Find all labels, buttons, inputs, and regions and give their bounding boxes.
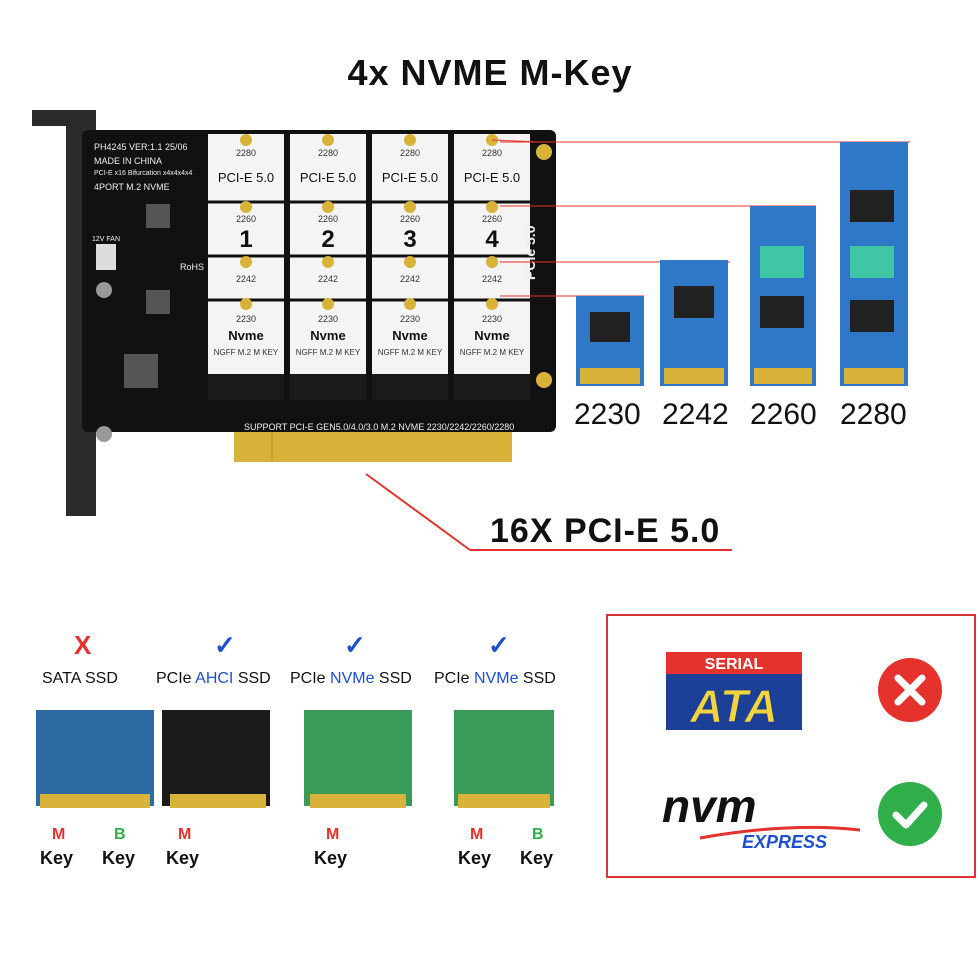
ssd-2260 bbox=[750, 206, 816, 386]
nvme-ssd-photo bbox=[304, 710, 412, 808]
slot1-brand: Nvme bbox=[228, 328, 264, 343]
slot4-mark-2280: 2280 bbox=[481, 148, 503, 158]
slot1-pcie: PCI-E 5.0 bbox=[217, 170, 275, 185]
sata-b-key-word: Key bbox=[102, 848, 136, 868]
slot3-mark-2230: 2230 bbox=[399, 314, 421, 324]
sata-m-key-letter: M bbox=[52, 826, 66, 843]
slot2-brand: Nvme bbox=[310, 328, 346, 343]
sata-logo-top: SERIAL bbox=[705, 656, 764, 673]
slot2-number: 2 bbox=[321, 226, 335, 253]
slot1-mark-2242: 2242 bbox=[235, 274, 257, 284]
slot2-pcie: PCI-E 5.0 bbox=[299, 170, 357, 185]
ahci-m-key-word: Key bbox=[166, 848, 200, 868]
slot4-mark-2242: 2242 bbox=[481, 274, 503, 284]
slot1-number: 1 bbox=[239, 226, 253, 253]
card-model: PH4245 VER:1.1 25/06 bbox=[94, 142, 188, 152]
ahci-m-key-letter: M bbox=[178, 826, 192, 843]
ssd-type-nvme: PCIe NVMe SSD bbox=[290, 670, 412, 687]
slot3-ngff: NGFF M.2 M KEY bbox=[377, 348, 443, 357]
slot4-mark-2230: 2230 bbox=[481, 314, 503, 324]
ssd-2230 bbox=[576, 296, 644, 386]
nvme-mb-b-key-word: Key bbox=[520, 848, 554, 868]
size-label-2242: 2242 bbox=[662, 398, 729, 431]
pcb-components bbox=[96, 204, 170, 442]
size-label-2260: 2260 bbox=[750, 398, 817, 431]
sata-logo-main: ATA bbox=[689, 680, 778, 730]
sata-b-key-letter: B bbox=[114, 826, 126, 843]
rohs-label: RoHS bbox=[180, 262, 205, 272]
nvm-express-logo: nvm EXPRESS bbox=[662, 782, 861, 852]
incompatible-x-icon bbox=[878, 658, 942, 722]
nvme-mb-compatible-mark: ✓ bbox=[488, 630, 510, 660]
slot4-brand: Nvme bbox=[474, 328, 510, 343]
ssd-2280 bbox=[840, 142, 908, 386]
sata-m-key-word: Key bbox=[40, 848, 74, 868]
pcie-leader-line bbox=[365, 473, 732, 551]
m2-slots bbox=[208, 134, 552, 400]
size-label-2280: 2280 bbox=[840, 398, 907, 431]
ssd-2242 bbox=[660, 260, 728, 386]
slot4-pcie: PCI-E 5.0 bbox=[463, 170, 521, 185]
ssd-photos bbox=[36, 710, 554, 808]
ahci-ssd-photo bbox=[162, 710, 270, 808]
ahci-compatible-mark: ✓ bbox=[214, 630, 236, 660]
support-text: SUPPORT PCI-E GEN5.0/4.0/3.0 M.2 NVME 22… bbox=[244, 422, 515, 432]
nvme-mb-m-key-letter: M bbox=[470, 826, 484, 843]
slot2-mark-2260: 2260 bbox=[317, 214, 339, 224]
compatible-check-icon bbox=[878, 782, 942, 846]
slot3-mark-2242: 2242 bbox=[399, 274, 421, 284]
slot3-mark-2280: 2280 bbox=[399, 148, 421, 158]
slot4-mark-2260: 2260 bbox=[481, 214, 503, 224]
size-label-2230: 2230 bbox=[574, 398, 641, 431]
card-bifurcation: PCI-E x16 Bifurcation x4x4x4x4 bbox=[94, 170, 193, 177]
ssd-type-sata: SATA SSD bbox=[42, 670, 118, 687]
nvm-logo-main: nvm bbox=[662, 782, 757, 832]
fan-label: 12V FAN bbox=[92, 236, 121, 243]
nvme-compatible-mark: ✓ bbox=[344, 630, 366, 660]
slot4-ngff: NGFF M.2 M KEY bbox=[459, 348, 525, 357]
slot4-number: 4 bbox=[485, 226, 499, 253]
page-title: 4x NVME M-Key bbox=[347, 52, 633, 93]
nvme-mb-b-key-letter: B bbox=[532, 826, 544, 843]
slot2-mark-2280: 2280 bbox=[317, 148, 339, 158]
compatibility-box bbox=[606, 614, 976, 878]
pcie-gold-fingers bbox=[234, 432, 512, 462]
nvm-logo-sub: EXPRESS bbox=[742, 832, 827, 852]
slot3-mark-2260: 2260 bbox=[399, 214, 421, 224]
nvme-m-key-letter: M bbox=[326, 826, 340, 843]
nvme-mb-ssd-photo bbox=[454, 710, 554, 808]
adapter-card-image bbox=[32, 110, 556, 516]
sata-ssd-photo bbox=[36, 710, 154, 808]
card-ports: 4PORT M.2 NVME bbox=[94, 182, 170, 192]
slot3-brand: Nvme bbox=[392, 328, 428, 343]
pcie-speed-label: 16X PCI-E 5.0 bbox=[490, 512, 721, 550]
slot1-mark-2280: 2280 bbox=[235, 148, 257, 158]
slot1-ngff: NGFF M.2 M KEY bbox=[213, 348, 279, 357]
slot1-mark-2260: 2260 bbox=[235, 214, 257, 224]
sata-logo: SERIAL ATA bbox=[666, 652, 802, 730]
slot2-mark-2230: 2230 bbox=[317, 314, 339, 324]
ssd-type-nvme-mb: PCIe NVMe SSD bbox=[434, 670, 556, 687]
slot3-pcie: PCI-E 5.0 bbox=[381, 170, 439, 185]
sata-incompatible-mark: X bbox=[74, 630, 92, 660]
nvme-mb-m-key-word: Key bbox=[458, 848, 492, 868]
slot1-mark-2230: 2230 bbox=[235, 314, 257, 324]
ssd-type-ahci: PCIe AHCI SSD bbox=[156, 670, 271, 687]
slot3-number: 3 bbox=[403, 226, 417, 253]
slot2-mark-2242: 2242 bbox=[317, 274, 339, 284]
slot2-ngff: NGFF M.2 M KEY bbox=[295, 348, 361, 357]
ssd-sizes-image bbox=[500, 141, 910, 386]
card-made-in: MADE IN CHINA bbox=[94, 156, 163, 166]
nvme-m-key-word: Key bbox=[314, 848, 348, 868]
